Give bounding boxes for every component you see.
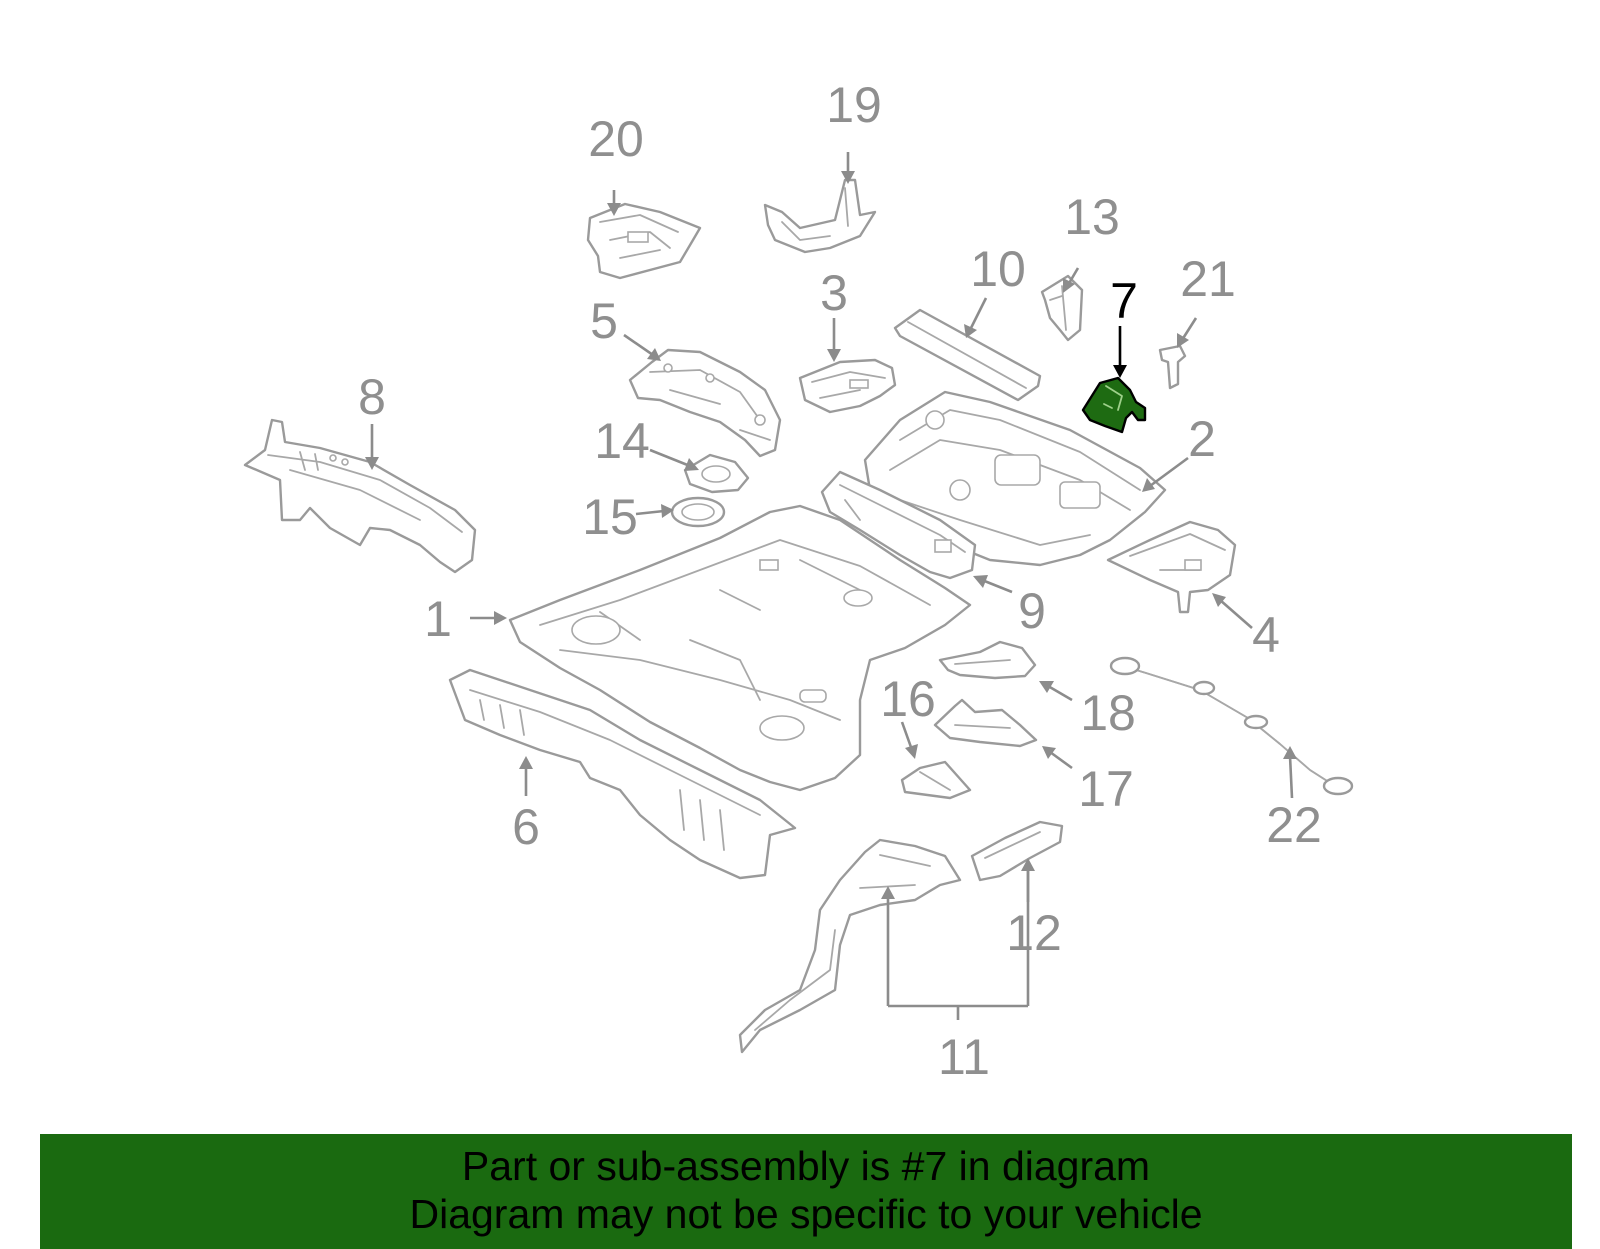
part-22[interactable] [1109, 656, 1354, 796]
part-17[interactable] [933, 698, 1038, 748]
part-6[interactable] [448, 668, 797, 880]
callout-4: 4 [1252, 607, 1280, 663]
part-10[interactable] [893, 308, 1042, 402]
banner-line-2: Diagram may not be specific to your vehi… [409, 1191, 1203, 1237]
part-19[interactable] [763, 178, 877, 254]
callout-16: 16 [880, 671, 936, 727]
leaders [365, 152, 1297, 1020]
parts-diagram: 1 2 3 4 5 6 7 8 9 10 11 12 13 14 15 16 1… [243, 77, 1354, 1085]
callout-7: 7 [1110, 273, 1138, 329]
part-11[interactable] [738, 838, 962, 1054]
callout-17: 17 [1078, 761, 1134, 817]
callout-18: 18 [1080, 685, 1136, 741]
info-banner: Part or sub-assembly is #7 in diagram Di… [40, 1134, 1572, 1249]
part-9[interactable] [820, 470, 977, 580]
callout-21: 21 [1180, 251, 1236, 307]
callout-8: 8 [358, 369, 386, 425]
callout-12: 12 [1006, 905, 1062, 961]
callout-14: 14 [594, 413, 650, 469]
callout-22: 22 [1266, 797, 1322, 853]
part-1[interactable] [508, 504, 972, 792]
callout-9: 9 [1018, 583, 1046, 639]
part-16[interactable] [900, 760, 972, 800]
callout-19: 19 [826, 77, 882, 133]
part-14[interactable] [683, 453, 750, 494]
part-12[interactable] [970, 820, 1064, 882]
part-5[interactable] [628, 348, 782, 458]
callout-2: 2 [1188, 411, 1216, 467]
callout-15: 15 [582, 489, 638, 545]
callout-11: 11 [938, 1029, 990, 1085]
callout-20: 20 [588, 111, 644, 167]
callout-1: 1 [424, 591, 452, 647]
banner-line-1: Part or sub-assembly is #7 in diagram [461, 1143, 1151, 1189]
callout-5: 5 [590, 293, 618, 349]
part-13[interactable] [1040, 274, 1084, 342]
part-3[interactable] [798, 358, 897, 414]
part-21[interactable] [1158, 344, 1187, 390]
part-8[interactable] [243, 418, 477, 574]
part-15[interactable] [670, 496, 726, 528]
callout-10: 10 [970, 241, 1026, 297]
part-20[interactable] [586, 202, 702, 280]
part-4[interactable] [1106, 520, 1237, 614]
part-7[interactable] [1081, 376, 1147, 434]
part-18[interactable] [938, 640, 1037, 680]
callout-3: 3 [820, 265, 848, 321]
callout-6: 6 [512, 799, 540, 855]
callout-13: 13 [1064, 189, 1120, 245]
